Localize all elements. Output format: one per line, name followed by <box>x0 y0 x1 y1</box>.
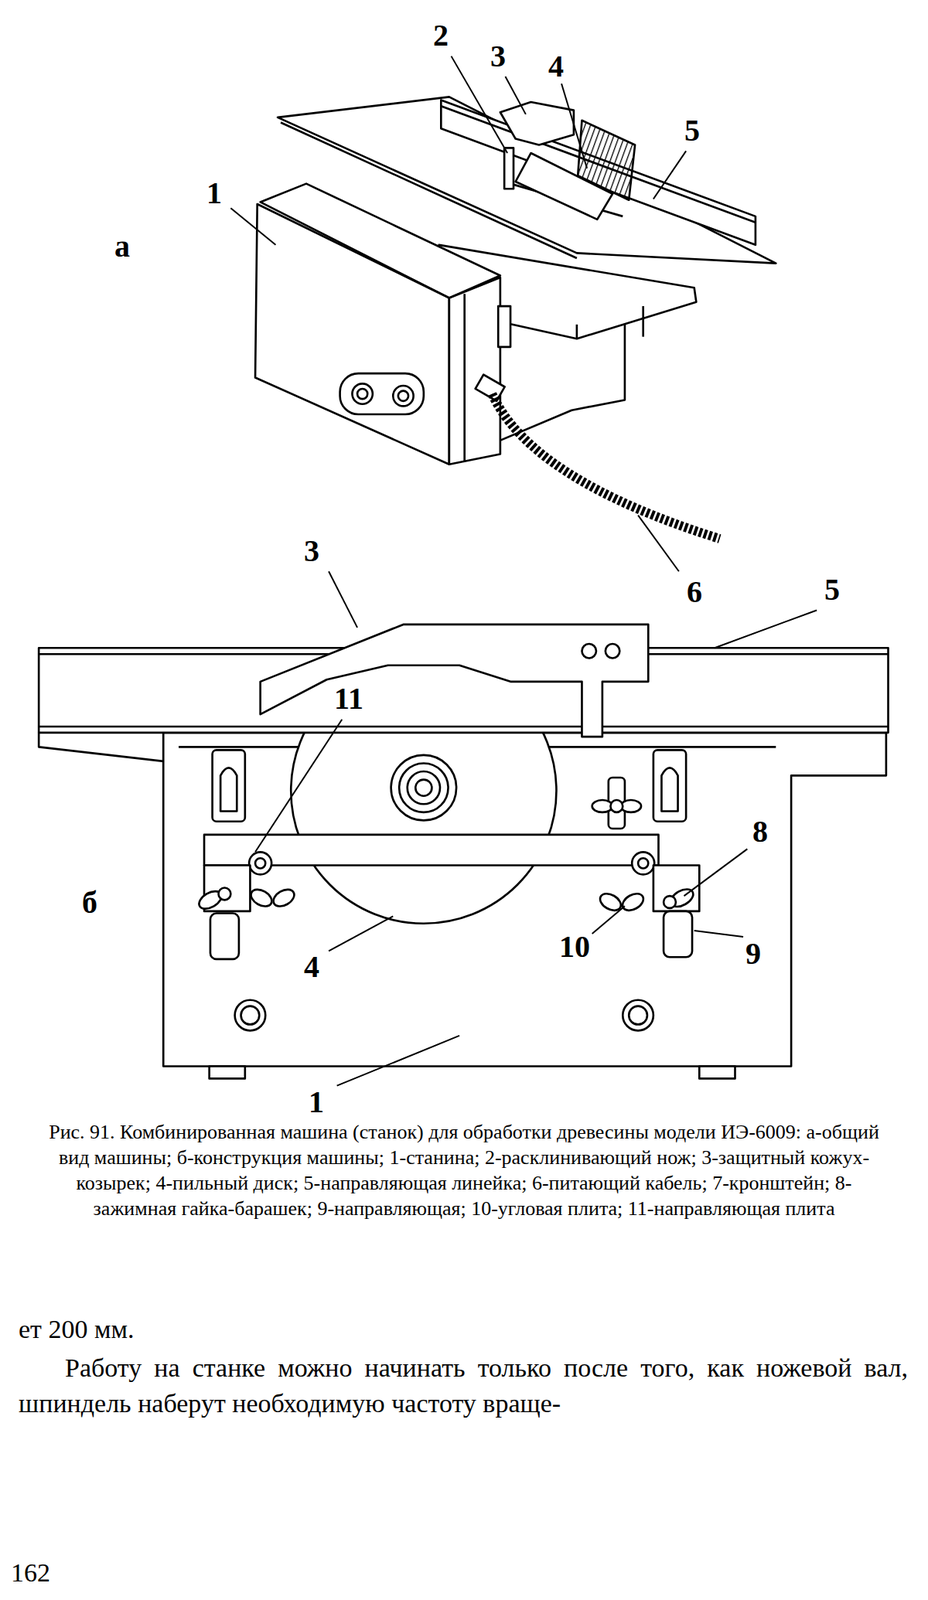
callout-number: 1 <box>206 177 222 209</box>
callout-number: 4 <box>303 951 320 983</box>
callout-number: 8 <box>752 816 768 848</box>
callout-number: 9 <box>745 938 761 970</box>
callout-number: 5 <box>824 574 840 606</box>
body-text: Работу на станке можно начинать только п… <box>18 1351 908 1423</box>
callout-number: 1 <box>308 1087 325 1119</box>
page-number: 162 <box>10 1555 166 1592</box>
callout-number: 4 <box>548 51 564 82</box>
callout-number: 10 <box>559 931 591 963</box>
callout-number: 3 <box>490 40 506 72</box>
general-view <box>255 96 776 540</box>
leader-lines <box>230 56 817 1087</box>
figure-caption: Рис. 91. Комбинированная машина (станок)… <box>42 1119 886 1222</box>
view-letter: а <box>114 231 130 263</box>
construction-view <box>38 624 888 1079</box>
callout-number: 2 <box>433 20 449 52</box>
callout-number: 3 <box>303 535 320 567</box>
callout-number: 6 <box>686 576 703 608</box>
view-letter: б <box>81 887 98 919</box>
callout-number: 5 <box>684 115 700 147</box>
body-text: ет 200 мм. <box>18 1312 908 1348</box>
callout-number: 11 <box>334 683 364 715</box>
